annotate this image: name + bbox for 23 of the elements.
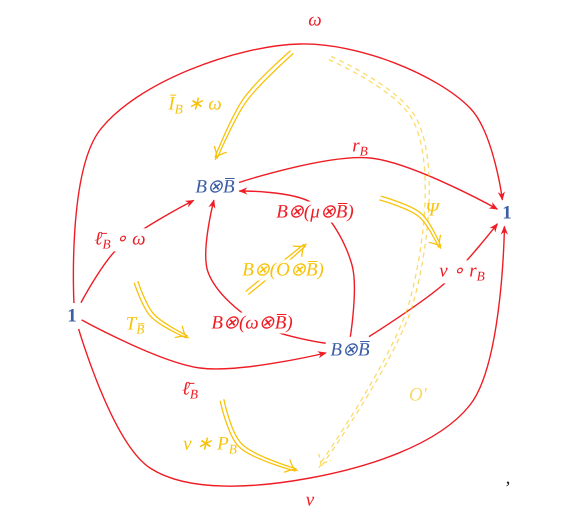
cell-label: Ψ — [424, 200, 441, 220]
object-label: B⊗B̅ — [193, 176, 237, 198]
cell-label: T$_{B̅}$ — [124, 313, 146, 337]
punctuation: , — [504, 468, 512, 488]
edge-label: ν ∘ r$_{B}$ — [437, 260, 487, 284]
object-label: 1 — [500, 202, 514, 224]
edge-label: ℓ̄$_{B}$ — [180, 378, 200, 402]
edge-label: B⊗(μ⊗B̅) — [274, 202, 356, 222]
cell-label: Ī$_{B}$ ∗ ω — [167, 93, 223, 117]
arrow — [72, 43, 505, 303]
arrow — [238, 156, 498, 210]
edge-label: ω — [307, 10, 323, 30]
edge-label: B⊗(ω⊗B̅) — [209, 312, 295, 334]
object-label: 1 — [65, 306, 79, 326]
object-label: B⊗B̅ — [328, 340, 372, 360]
arrow — [81, 319, 327, 370]
edge-label: r$_{B}$ — [351, 135, 369, 159]
arrow — [78, 226, 508, 487]
edge-label: ν — [304, 490, 316, 510]
edge-label: ℓ̄$_{B}$ ∘ ω — [92, 228, 148, 252]
cell-label: B⊗(O⊗B̅) — [240, 260, 326, 280]
cell-label: O′ — [408, 384, 428, 406]
cell-label: ν ∗ P$_{B}$ — [182, 433, 238, 457]
